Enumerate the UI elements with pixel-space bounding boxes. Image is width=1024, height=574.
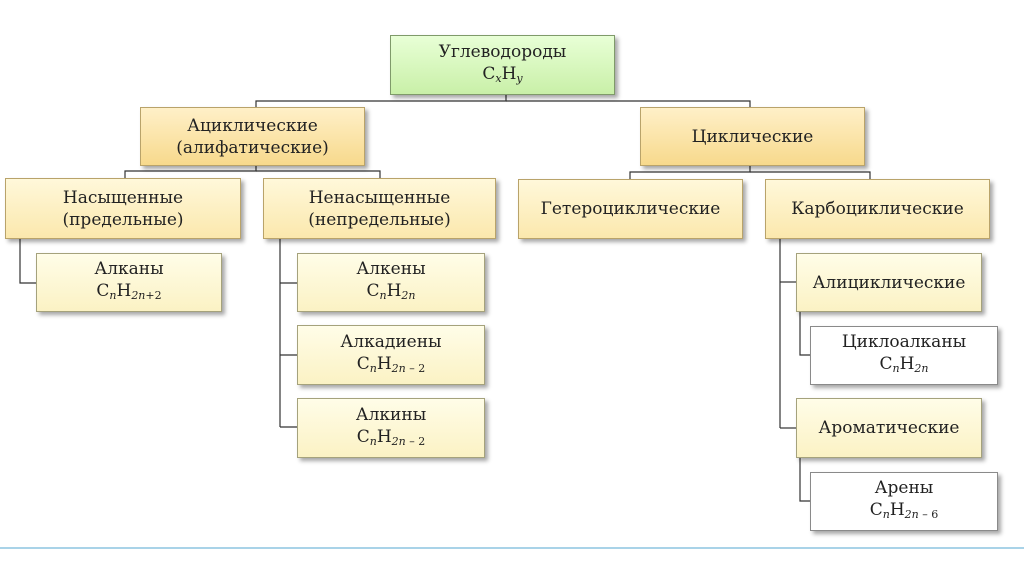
node-cyclic: Циклические: [640, 107, 865, 166]
connector-cyclic-heterocyclic: [629, 166, 751, 179]
connector-saturated-alkanes: [19, 239, 36, 284]
node-alkynes: Алкины CnH2n – 2: [297, 398, 485, 458]
node-alkenes-title: Алкены: [356, 259, 426, 279]
node-alkynes-formula: CnH2n – 2: [356, 426, 426, 448]
node-carbocyclic: Карбоциклические: [765, 179, 990, 239]
node-aromatic-title: Ароматические: [818, 418, 960, 438]
connector-cyclic-carbocyclic: [750, 171, 871, 179]
node-acyclic-title: Ациклические: [187, 115, 318, 136]
node-alkenes-formula: CnH2n: [366, 281, 416, 302]
connector-acyclic-unsaturated: [256, 170, 381, 178]
node-alkanes-formula: CnH2n+2: [96, 281, 162, 302]
node-aromatic: Ароматические: [796, 398, 982, 458]
node-hydrocarbons: Углеводороды CxHy: [390, 35, 615, 95]
connector-alicyclic-cycloalkanes: [799, 312, 810, 356]
node-alicyclic-title: Алициклические: [812, 272, 966, 293]
node-alicyclic: Алициклические: [796, 253, 982, 312]
node-heterocyclic: Гетероциклические: [518, 179, 743, 239]
node-alkadienes: Алкадиены CnH2n – 2: [297, 325, 485, 385]
node-arenes: Арены CnH2n – 6: [810, 472, 998, 531]
node-hydrocarbons-formula: CxHy: [482, 63, 523, 85]
node-unsaturated: Ненасыщенные (непредельные): [263, 178, 496, 239]
node-arenes-title: Арены: [874, 478, 934, 498]
node-cycloalkanes-title: Циклоалканы: [841, 332, 967, 352]
node-alkenes: Алкены CnH2n: [297, 253, 485, 312]
node-saturated-title: Насыщенные: [62, 187, 184, 208]
node-arenes-formula: CnH2n – 6: [869, 500, 939, 521]
connector-acyclic-saturated: [124, 166, 257, 178]
node-acyclic-subtitle: (алифатические): [176, 137, 329, 158]
connector-root-cyclic: [506, 100, 751, 107]
node-hydrocarbons-title: Углеводороды: [438, 41, 567, 62]
node-acyclic: Ациклические (алифатические): [140, 107, 365, 166]
node-alkanes-title: Алканы: [94, 259, 164, 279]
node-saturated-subtitle: (предельные): [62, 209, 184, 230]
node-unsaturated-title: Ненасыщенные: [308, 187, 451, 208]
node-alkadienes-title: Алкадиены: [340, 331, 442, 352]
bottom-divider: [0, 547, 1024, 549]
node-carbocyclic-title: Карбоциклические: [791, 199, 964, 219]
node-alkanes: Алканы CnH2n+2: [36, 253, 222, 312]
connector-root-acyclic: [255, 95, 507, 107]
node-cycloalkanes-formula: CnH2n: [879, 354, 929, 375]
node-saturated: Насыщенные (предельные): [5, 178, 241, 239]
node-cyclic-title: Циклические: [691, 126, 814, 147]
connector-aromatic-arenes: [799, 458, 810, 502]
node-alkynes-title: Алкины: [355, 404, 427, 425]
node-cycloalkanes: Циклоалканы CnH2n: [810, 326, 998, 385]
node-heterocyclic-title: Гетероциклические: [540, 199, 721, 219]
node-unsaturated-subtitle: (непредельные): [308, 209, 451, 230]
node-alkadienes-formula: CnH2n – 2: [356, 353, 426, 375]
